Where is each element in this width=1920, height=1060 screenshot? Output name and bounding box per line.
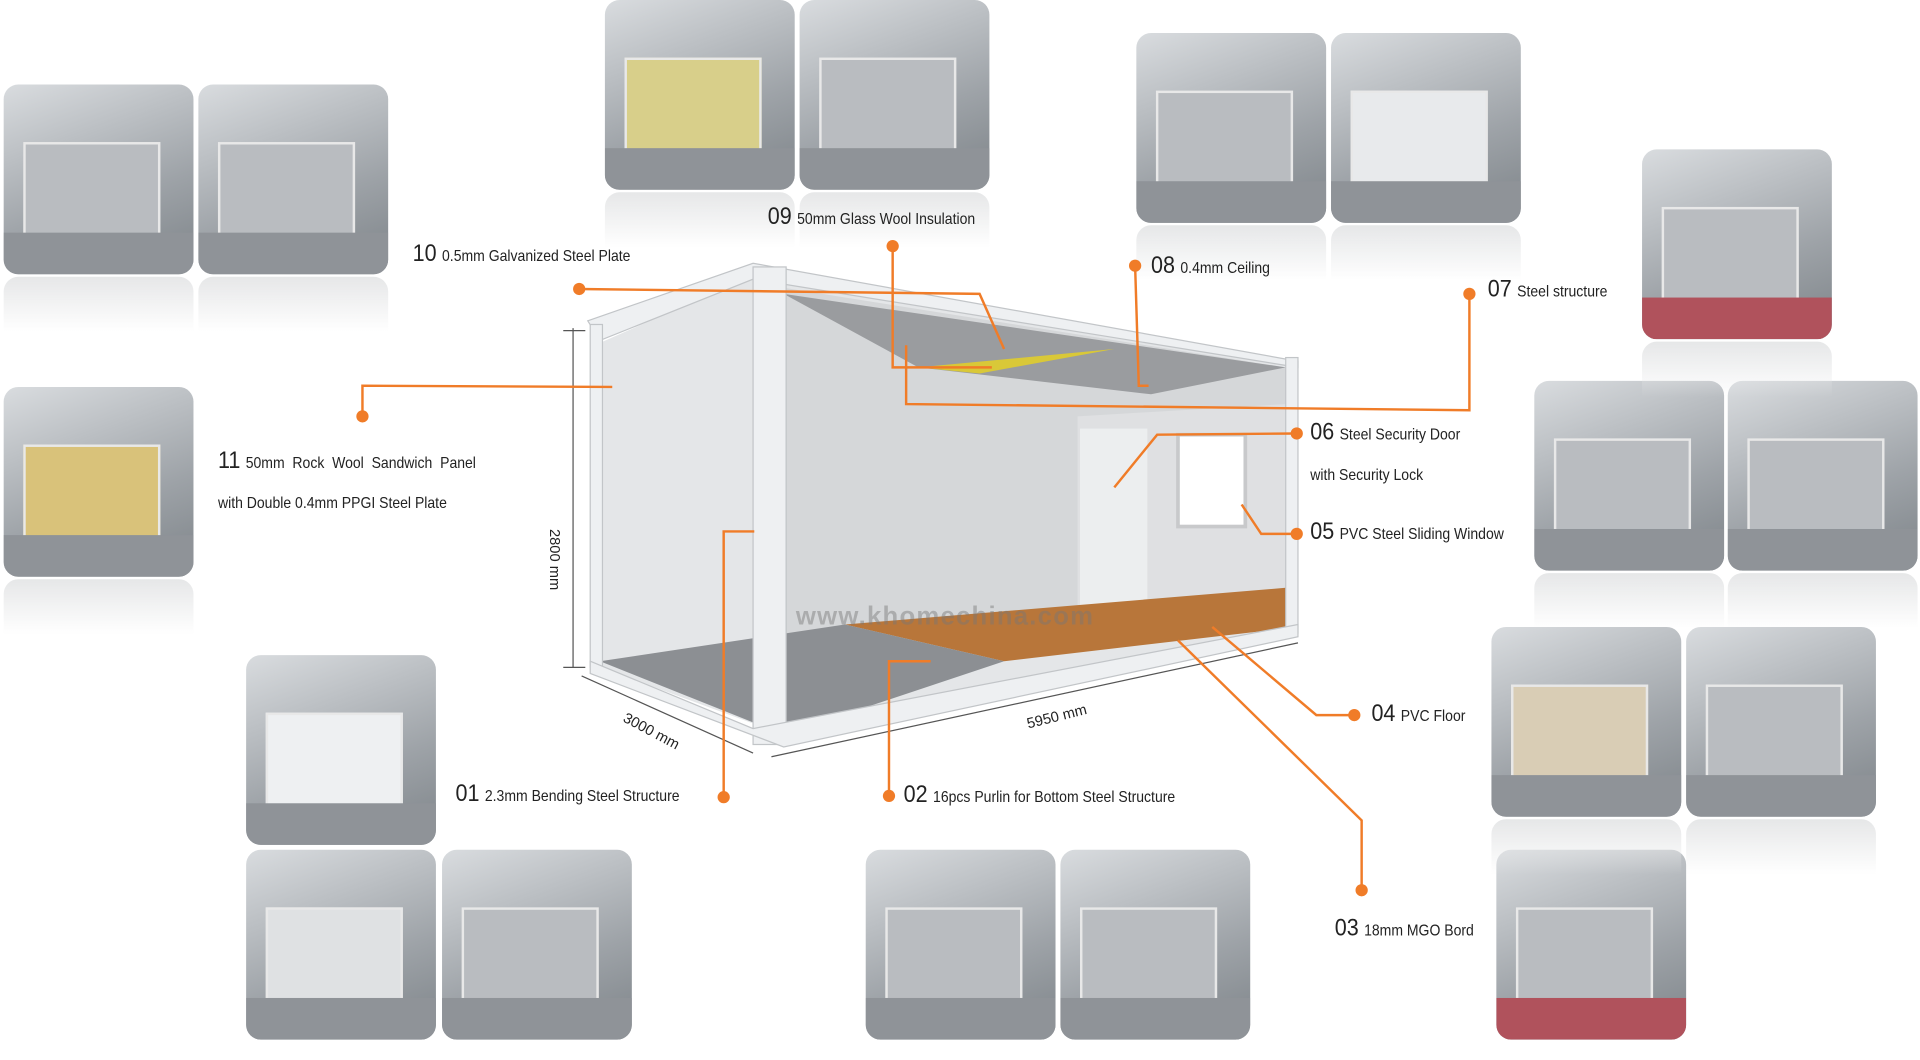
photo-steel-beams [442,849,632,1040]
photo-galvanized-plate [198,84,389,275]
photo-wall-panel-install [3,84,194,275]
photo-ceiling-install [1331,33,1521,223]
watermark: www.khomechina.com [795,602,1095,631]
photo-purlin-frame [865,849,1056,1040]
photo-purlin-assembly [1060,849,1251,1040]
photo-steel-structure [1642,149,1832,340]
height-dimension: 2800 mm [546,528,564,591]
photo-bending-steel [246,655,436,845]
photo-glass-wool-rolls [604,0,795,190]
photo-pvc-floor-install [1686,626,1876,817]
photo-door [1727,380,1918,571]
photo-pvc-floor-rolls [1491,626,1682,817]
label-11-line2: with Double 0.4mm PPGI Steel Plate [217,493,447,512]
photo-rock-wool-panel [3,386,194,577]
photo-window [1534,380,1725,571]
photo-corner-castings [246,849,436,1040]
photo-mgo-board [1496,849,1687,1040]
label-06-line2: with Security Lock [1310,465,1424,484]
photo-ceiling-panels [1136,33,1327,223]
photo-insulation-install [799,0,990,190]
